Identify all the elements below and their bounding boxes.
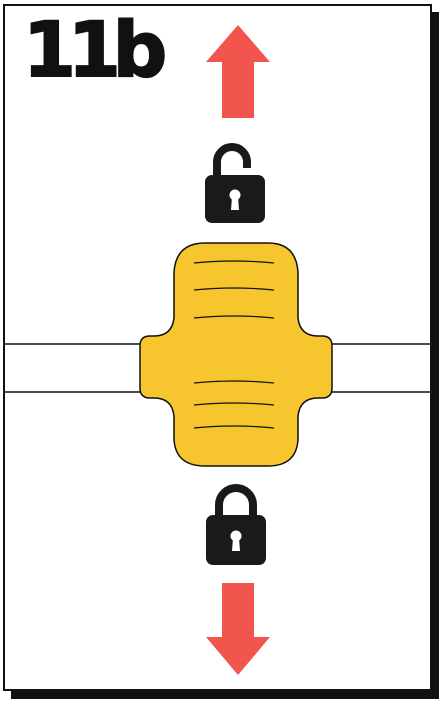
- strap: [5, 343, 432, 393]
- locked-padlock-icon: [206, 484, 266, 565]
- unlocked-padlock-icon: [205, 143, 265, 223]
- clip-shape: [139, 242, 333, 467]
- arrow-up-icon: [206, 25, 270, 118]
- step-label: 11b: [22, 5, 168, 94]
- arrow-down-icon: [206, 583, 270, 675]
